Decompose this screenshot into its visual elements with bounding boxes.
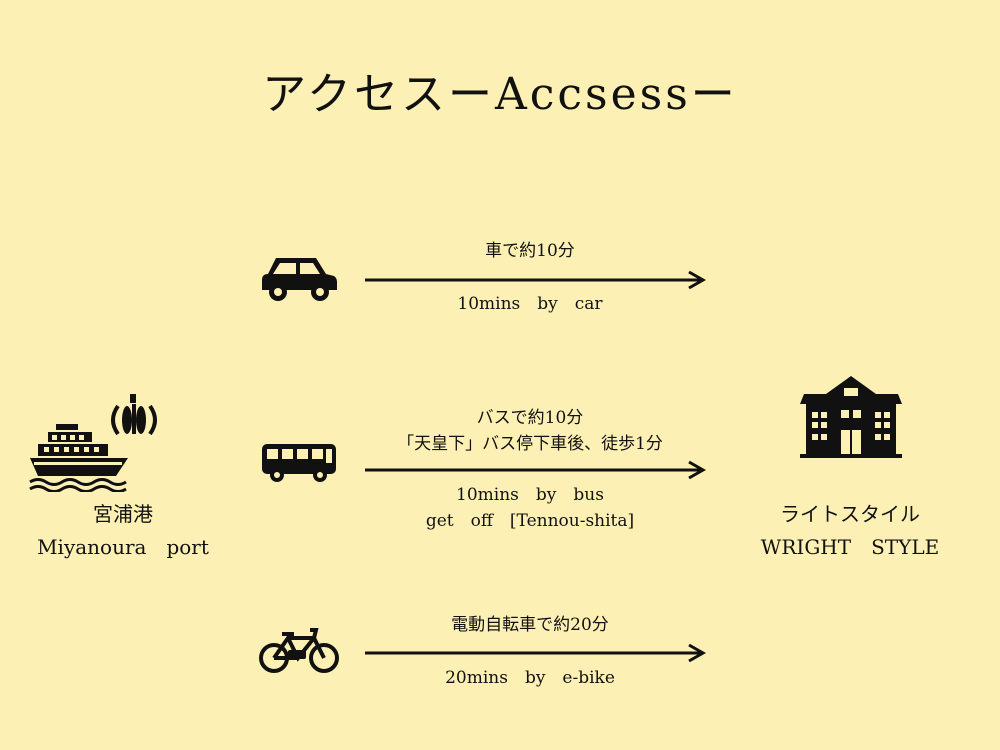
- ship-icon: [29, 424, 128, 492]
- origin-name-jp: 宮浦港: [93, 502, 153, 526]
- bike-route-jp: 電動自転車で約20分: [451, 615, 609, 635]
- bus-route-en: 10mins by bus get off [Tennou-shita]: [380, 482, 680, 534]
- destination-label: ライトスタイル WRIGHT STYLE: [740, 498, 960, 564]
- car-route-jp: 車で約10分: [485, 241, 575, 261]
- pumpkin-icon: [111, 394, 157, 436]
- page-title: アクセスーAccsessー: [262, 69, 738, 120]
- origin-label: 宮浦港 Miyanoura port: [18, 498, 228, 564]
- house-icon: [800, 376, 902, 458]
- bus-route-jp-line1: バスで約10分: [476, 408, 584, 428]
- bus-icon: [262, 444, 336, 482]
- bus-route-en-line1: 10mins by bus: [456, 485, 604, 505]
- bike-route-en: 20mins by e-bike: [445, 668, 615, 688]
- bus-route-arrow: [365, 460, 707, 480]
- bus-route-en-line2: get off [Tennou-shita]: [425, 511, 635, 531]
- origin-name-en: Miyanoura port: [37, 535, 209, 559]
- car-icon: [262, 258, 337, 301]
- car-route-arrow: [365, 270, 707, 290]
- bike-route-arrow: [365, 643, 707, 663]
- bus-route-jp-line2: 「天皇下」バス停下車後、徒歩1分: [397, 434, 663, 454]
- destination-name-jp: ライトスタイル: [780, 502, 920, 526]
- destination-name-en: WRIGHT STYLE: [760, 535, 940, 559]
- bicycle-icon: [259, 628, 339, 673]
- bus-route-jp: バスで約10分 「天皇下」バス停下車後、徒歩1分: [380, 405, 680, 457]
- car-route-en: 10mins by car: [457, 294, 603, 314]
